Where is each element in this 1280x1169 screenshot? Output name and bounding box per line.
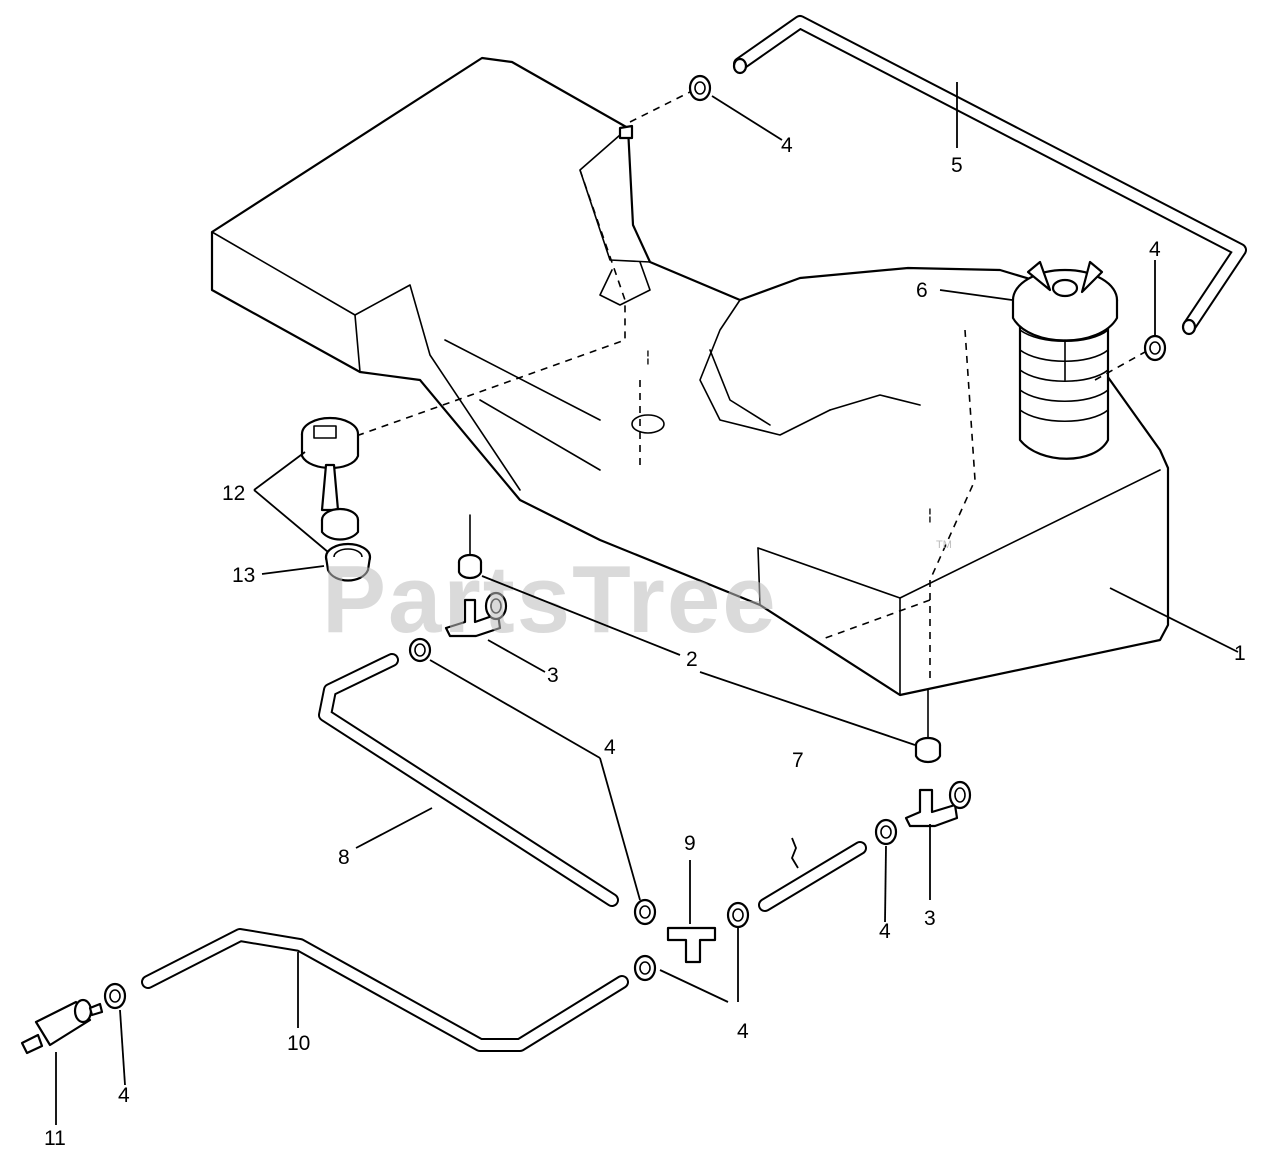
leader-lines [55, 82, 1239, 1125]
watermark-trademark: TM [936, 539, 952, 551]
svg-text:¦: ¦ [927, 505, 932, 524]
fuel-hose-short [758, 841, 867, 912]
callout-4: 4 [879, 920, 891, 943]
hose-clamp [688, 74, 712, 102]
shutoff-valve [904, 780, 972, 828]
hose-clamp [874, 818, 898, 846]
callout-4: 4 [118, 1084, 130, 1107]
hose-clamp [726, 901, 750, 929]
callout-3: 3 [924, 907, 936, 930]
callout-12: 12 [222, 482, 245, 505]
bushing [457, 514, 483, 580]
fuel-hose-long [318, 653, 619, 907]
callout-3: 3 [547, 664, 559, 687]
shutoff-valve [444, 591, 508, 638]
hose-clamp [103, 982, 127, 1010]
callouts: 1 2 3 3 4 4 4 4 4 4 5 6 7 8 9 10 11 12 1… [44, 134, 1246, 1150]
fuel-filter [20, 998, 104, 1055]
hose-clamp [1143, 334, 1167, 362]
callout-13: 13 [232, 564, 255, 587]
callout-4: 4 [604, 736, 616, 759]
callout-9: 9 [684, 832, 696, 855]
svg-text:¦: ¦ [645, 347, 650, 366]
vent-hose [732, 15, 1247, 336]
grommet [324, 542, 372, 582]
callout-11: 11 [44, 1127, 66, 1150]
tee-fitting [666, 926, 717, 964]
callout-4: 4 [781, 134, 793, 157]
hose-clamp [633, 898, 657, 926]
callout-1: 1 [1234, 642, 1246, 665]
callout-8: 8 [338, 846, 350, 869]
callout-4: 4 [737, 1020, 749, 1043]
callout-10: 10 [287, 1032, 310, 1055]
hose-clamp [633, 954, 657, 982]
callout-5: 5 [951, 154, 963, 177]
fuel-hose-filter [141, 928, 629, 1052]
hose-clamp [408, 637, 432, 663]
callout-4: 4 [1149, 238, 1161, 261]
callout-2: 2 [686, 648, 698, 671]
fuel-gauge [300, 416, 360, 541]
callout-6: 6 [916, 279, 928, 302]
callout-7: 7 [792, 749, 804, 772]
bushing [914, 689, 942, 764]
fuel-cap [1011, 260, 1119, 381]
watermark-brand: PartsTree [322, 546, 778, 653]
